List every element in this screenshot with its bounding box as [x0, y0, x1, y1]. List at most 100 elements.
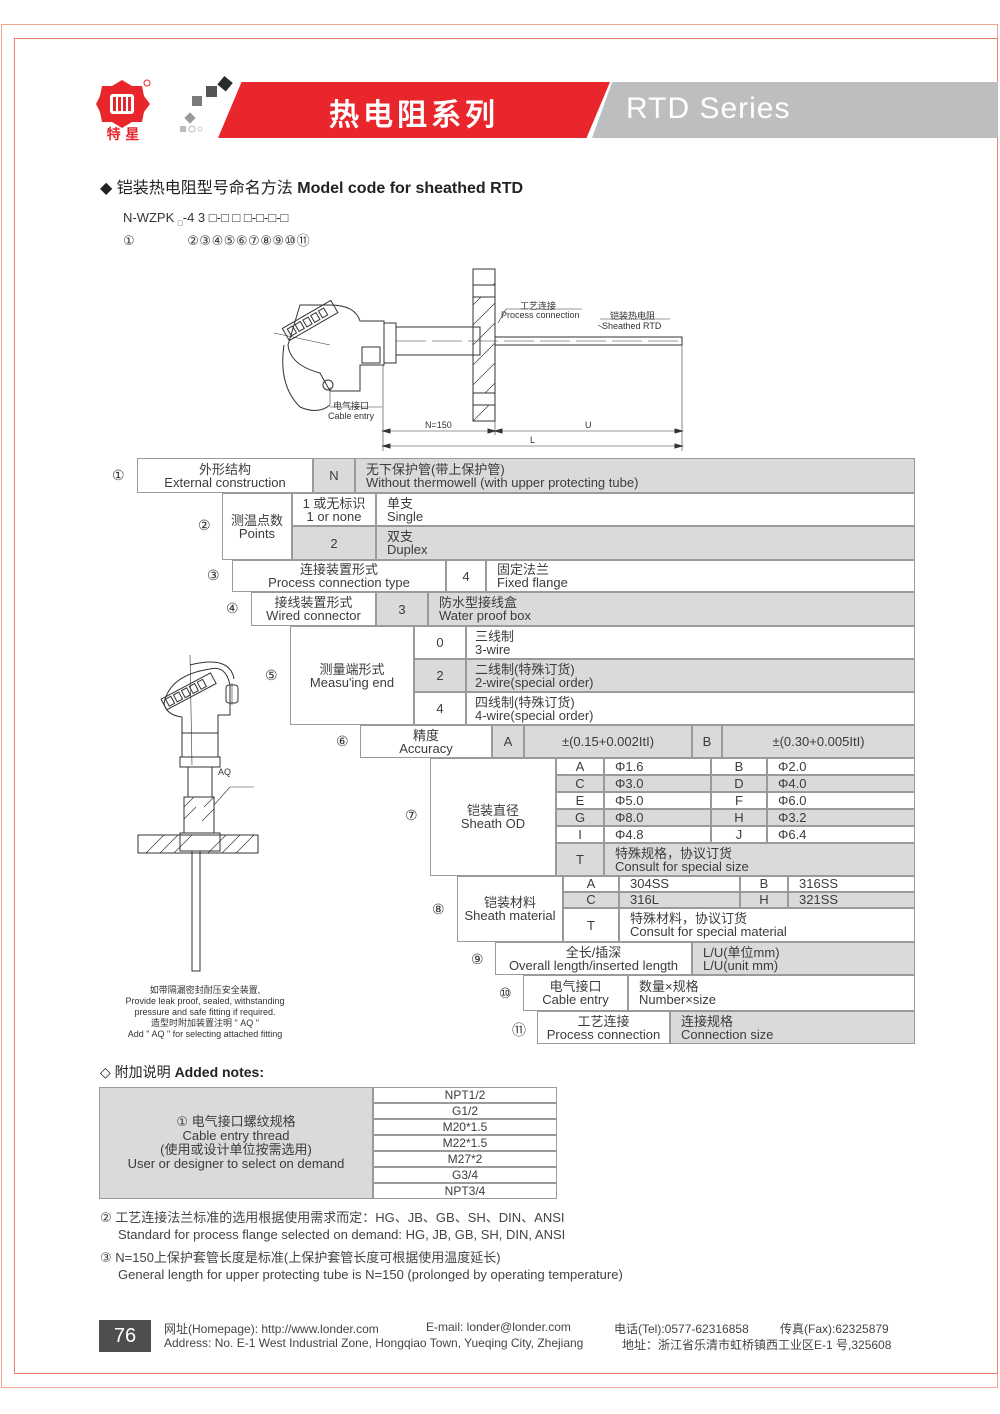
r7-c2-cell: H [711, 809, 767, 826]
r7-v2-cell: Φ3.2 [767, 809, 915, 826]
r7-label-cn: 铠装直径 [466, 803, 519, 818]
process-connection-label-en: Process connection [501, 310, 580, 320]
r7-c2-cell: F [711, 792, 767, 809]
r5-opt3-desc: 四线制(特殊订货) 4-wire(special order) [466, 692, 915, 725]
r6-value-a: ±(0.15+0.002ItI) [524, 725, 692, 758]
r8-v1-cell: 304SS [619, 876, 740, 892]
row-number-6: ⑥ [336, 734, 349, 750]
thread-option: G3/4 [373, 1167, 557, 1183]
r8-special-code: T [563, 908, 619, 942]
r10-label-en: Cable entry [542, 992, 609, 1007]
r8-c2-cell: H [740, 892, 788, 908]
footer-fax: 传真(Fax):62325879 [780, 1322, 889, 1336]
footer-email[interactable]: E-mail: londer@londer.com [426, 1320, 571, 1334]
r7-v2-cell: Φ4.0 [767, 775, 915, 792]
thread-option: M22*1.5 [373, 1135, 557, 1151]
row-number-10: ⑩ [499, 986, 512, 1002]
dimension-n: N=150 [425, 420, 452, 430]
r2-opt1-desc-cn: 单支 [387, 495, 414, 511]
aq-note-cn-2: 造型时附加装置注明 " AQ " [151, 1018, 259, 1028]
r8-v2-cell: 316SS [788, 876, 915, 892]
r9-label-en: Overall length/inserted length [508, 957, 679, 973]
section-title: ◆ 铠装热电阻型号命名方法 Model code for sheathed RT… [100, 174, 523, 198]
r8-c2-cell: B [740, 876, 788, 892]
model-code-rest: -4 3 □-□ □ □-□-□-□ [182, 210, 289, 225]
r11-label-cn: 工艺连接 [577, 1013, 630, 1029]
logo-emblem-icon [96, 79, 151, 128]
r1-label-en: External construction [164, 474, 286, 490]
r2-opt1-code-en: 1 or none [306, 508, 362, 524]
r2-opt1-code-cn: 1 或无标识 [302, 495, 366, 511]
r8-c1-cell: A [563, 876, 619, 892]
r9-desc: L/U(单位mm) L/U(unit mm) [692, 942, 915, 975]
series-title-en: RTD Series [626, 92, 791, 125]
aq-note-en-1: Provide leak proof, sealed, withstanding [125, 996, 285, 1006]
r8-special-cn: 特殊材料，协议订货 [630, 911, 748, 926]
decorative-squares-icon [180, 75, 233, 133]
note2-en: Standard for process flange selected on … [118, 1227, 566, 1242]
r4-label: 接线装置形式 Wired connector [251, 592, 376, 626]
brand-name: 特 星 [106, 127, 140, 143]
row-number-7: ⑦ [405, 808, 418, 824]
footer-homepage[interactable]: 网址(Homepage): http://www.londer.com [164, 1322, 379, 1336]
r8-v2-cell: 321SS [788, 892, 915, 908]
dimension-l: L [530, 435, 536, 445]
r5-opt1-desc-en: 3-wire [475, 641, 511, 657]
series-title-cn: 热电阻系列 [329, 98, 499, 133]
r3-desc: 固定法兰 Fixed flange [486, 560, 915, 592]
r7-c2-cell: B [711, 758, 767, 775]
r1-desc-cn: 无下保护管(带上保护管) [366, 461, 505, 477]
r1-label-cn: 外形结构 [198, 461, 251, 477]
rtd-vertical-drawing-icon [137, 654, 259, 972]
series-banner-en: RTD Series [592, 82, 998, 138]
decorative-squares [178, 74, 238, 138]
model-index-first: ① [123, 233, 136, 248]
r2-opt2-desc: 双支 Duplex [376, 526, 915, 560]
r2-opt1-code: 1 或无标识 1 or none [292, 493, 376, 526]
r2-opt2-desc-en: Duplex [387, 542, 428, 557]
r4-label-cn: 接线装置形式 [274, 595, 353, 610]
r3-desc-cn: 固定法兰 [497, 562, 550, 577]
aq-note-en-2: pressure and safe fitting if required. [134, 1007, 276, 1017]
aq-label: AQ [218, 767, 232, 777]
notes-title-en: Added notes: [174, 1064, 265, 1080]
r3-desc-en: Fixed flange [497, 575, 568, 590]
r10-desc-cn: 数量×规格 [639, 979, 699, 994]
brand-logo: 特 星 [96, 78, 152, 143]
model-index-rest: ②③④⑤⑥⑦⑧⑨⑩⑪ [187, 233, 311, 248]
row-number-9: ⑨ [471, 952, 484, 968]
r3-label-cn: 连接装置形式 [299, 562, 378, 577]
r5-opt1-desc-cn: 三线制 [475, 628, 515, 644]
r7-v1-cell: Φ3.0 [604, 775, 711, 792]
notes-title-cn: 附加说明 [114, 1064, 171, 1080]
note3-en: General length for upper protecting tube… [118, 1267, 623, 1282]
series-banner-cn: 热电阻系列 [218, 82, 610, 138]
r2-opt2-code: 2 [292, 526, 376, 560]
r6-value-b: ±(0.30+0.005ItI) [722, 725, 915, 758]
r7-c1-cell: G [556, 809, 604, 826]
r7-v1-cell: Φ8.0 [604, 809, 711, 826]
thread-option: M27*2 [373, 1151, 557, 1167]
aq-fitting-note: 如带隔漏密封耐压安全装置, Provide leak proof, sealed… [100, 985, 310, 1040]
r9-desc-cn: L/U(单位mm) [703, 944, 780, 960]
r8-v1-cell: 316L [619, 892, 740, 908]
r5-opt3-desc-en: 4-wire(special order) [475, 707, 594, 723]
dimension-u: U [585, 420, 592, 430]
model-code: N-WZPK □-4 3 □-□ □ □-□-□-□ [123, 210, 288, 228]
r4-desc: 防水型接线盒 Water proof box [428, 592, 915, 626]
r3-label: 连接装置形式 Process connection type [232, 560, 446, 592]
r7-label: 铠装直径 Sheath OD [430, 758, 556, 876]
r7-c1-cell: C [556, 775, 604, 792]
r8-special-en: Consult for special material [630, 924, 787, 939]
section-title-cn: 铠装热电阻型号命名方法 [116, 180, 293, 197]
r10-desc: 数量×规格 Number×size [628, 975, 915, 1011]
r1-label: 外形结构 External construction [137, 458, 313, 493]
r9-label-cn: 全长/插深 [565, 944, 622, 960]
row-number-8: ⑧ [432, 902, 445, 918]
r5-opt2-desc-en: 2-wire(special order) [475, 674, 594, 690]
footer-address-en: Address: No. E-1 West Industrial Zone, H… [164, 1336, 584, 1350]
note1-sub-cn: (使用或设计单位按需选用) [160, 1142, 312, 1157]
r7-v2-cell: Φ2.0 [767, 758, 915, 775]
thread-option: G1/2 [373, 1103, 557, 1119]
r10-label: 电气接口 Cable entry [523, 975, 628, 1011]
